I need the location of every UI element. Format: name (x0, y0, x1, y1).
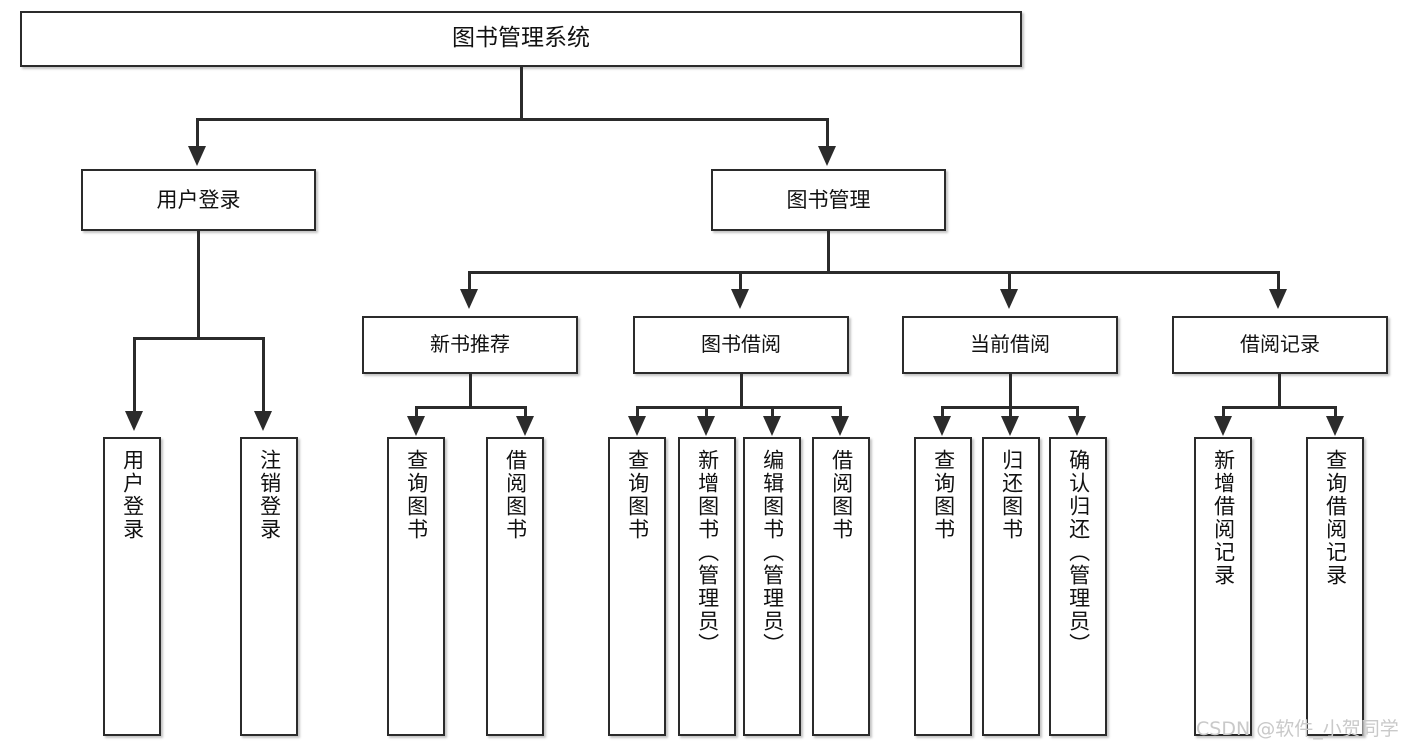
connector-drop-bb-add (705, 406, 708, 418)
arrowhead-cb-confirm (1068, 416, 1086, 436)
node-label: 当前借阅 (970, 332, 1050, 357)
node-label: 查询图书 (931, 449, 956, 541)
connector-drop-leaf-logout (262, 337, 265, 413)
node-label: 用户登录 (156, 187, 241, 212)
arrowhead-br-query (1326, 416, 1344, 436)
node-label: 新增借阅记录 (1211, 449, 1236, 587)
node-label: 用户登录 (120, 449, 145, 541)
connector-drop-cb-return (1009, 406, 1012, 418)
connector-drop-current-borrow (1008, 271, 1011, 291)
leaf-bb-add-book-admin[interactable]: 新增图书（管理员） (678, 437, 736, 736)
arrowhead-user-login (188, 146, 206, 166)
node-borrow-record[interactable]: 借阅记录 (1172, 316, 1388, 374)
node-root-book-management-system[interactable]: 图书管理系统 (20, 11, 1022, 67)
connector-drop-bb-borrow (839, 406, 842, 418)
leaf-nb-query-book[interactable]: 查询图书 (387, 437, 445, 736)
arrowhead-cb-query (933, 416, 951, 436)
connector-drop-user-login (196, 118, 199, 148)
node-label: 借阅图书 (829, 449, 854, 541)
arrowhead-br-add (1214, 416, 1232, 436)
arrowhead-nb-query (407, 416, 425, 436)
node-label: 借阅记录 (1240, 332, 1320, 357)
leaf-br-query-record[interactable]: 查询借阅记录 (1306, 437, 1364, 736)
node-book-borrow[interactable]: 图书借阅 (633, 316, 849, 374)
leaf-bb-edit-book-admin[interactable]: 编辑图书（管理员） (743, 437, 801, 736)
arrowhead-new-book (460, 289, 478, 309)
connector-new-book-bus (415, 406, 527, 409)
leaf-nb-borrow-book[interactable]: 借阅图书 (486, 437, 544, 736)
arrowhead-bb-edit (763, 416, 781, 436)
arrowhead-borrow-record (1269, 289, 1287, 309)
node-label: 查询图书 (404, 449, 429, 541)
connector-drop-leaf-user-login (133, 337, 136, 413)
arrowhead-book-borrow (731, 289, 749, 309)
node-book-management[interactable]: 图书管理 (711, 169, 946, 231)
node-label: 借阅图书 (503, 449, 528, 541)
connector-drop-br-add (1222, 406, 1225, 418)
connector-drop-cb-confirm (1076, 406, 1079, 418)
arrowhead-current-borrow (1000, 289, 1018, 309)
leaf-cb-confirm-return-admin[interactable]: 确认归还（管理员） (1049, 437, 1107, 736)
connector-new-book-stem (469, 374, 472, 408)
node-label: 图书管理系统 (452, 25, 590, 52)
leaf-logout[interactable]: 注销登录 (240, 437, 298, 736)
connector-book-borrow-bus (636, 406, 842, 409)
connector-root-bus (196, 118, 829, 121)
arrowhead-bb-add (697, 416, 715, 436)
connector-current-borrow-stem (1009, 374, 1012, 408)
arrowhead-leaf-logout (254, 411, 272, 431)
leaf-bb-borrow-book[interactable]: 借阅图书 (812, 437, 870, 736)
connector-drop-br-query (1334, 406, 1337, 418)
connector-root-stem (520, 67, 523, 118)
node-label: 归还图书 (999, 449, 1024, 541)
arrowhead-nb-borrow (516, 416, 534, 436)
arrowhead-bb-borrow (831, 416, 849, 436)
node-current-borrow[interactable]: 当前借阅 (902, 316, 1118, 374)
connector-drop-borrow-record (1277, 271, 1280, 291)
node-label: 查询图书 (625, 449, 650, 541)
arrowhead-book-management (818, 146, 836, 166)
connector-drop-new-book (468, 271, 471, 291)
connector-drop-bb-edit (771, 406, 774, 418)
connector-user-login-stem (197, 231, 200, 339)
connector-book-borrow-stem (740, 374, 743, 408)
leaf-user-login[interactable]: 用户登录 (103, 437, 161, 736)
leaf-cb-query-book[interactable]: 查询图书 (914, 437, 972, 736)
connector-book-management-stem (827, 231, 830, 273)
connector-drop-book-borrow (739, 271, 742, 291)
connector-book-management-bus (468, 271, 1280, 274)
leaf-cb-return-book[interactable]: 归还图书 (982, 437, 1040, 736)
connector-user-login-bus (133, 337, 264, 340)
node-label: 新增图书（管理员） (695, 449, 720, 656)
node-new-book-recommend[interactable]: 新书推荐 (362, 316, 578, 374)
connector-drop-cb-query (941, 406, 944, 418)
node-label: 注销登录 (257, 449, 282, 541)
arrowhead-bb-query (628, 416, 646, 436)
node-label: 图书管理 (786, 187, 871, 212)
connector-borrow-record-stem (1278, 374, 1281, 408)
node-label: 新书推荐 (430, 332, 510, 357)
leaf-br-add-record[interactable]: 新增借阅记录 (1194, 437, 1252, 736)
connector-drop-nb-borrow (524, 406, 527, 418)
connector-drop-nb-query (415, 406, 418, 418)
arrowhead-cb-return (1001, 416, 1019, 436)
connector-drop-bb-query (636, 406, 639, 418)
node-label: 图书借阅 (701, 332, 781, 357)
leaf-bb-query-book[interactable]: 查询图书 (608, 437, 666, 736)
arrowhead-leaf-user-login (125, 411, 143, 431)
node-label: 确认归还（管理员） (1066, 449, 1091, 656)
node-user-login[interactable]: 用户登录 (81, 169, 316, 231)
connector-drop-book-management (826, 118, 829, 148)
node-label: 查询借阅记录 (1323, 449, 1348, 587)
node-label: 编辑图书（管理员） (760, 449, 785, 656)
connector-borrow-record-bus (1222, 406, 1337, 409)
